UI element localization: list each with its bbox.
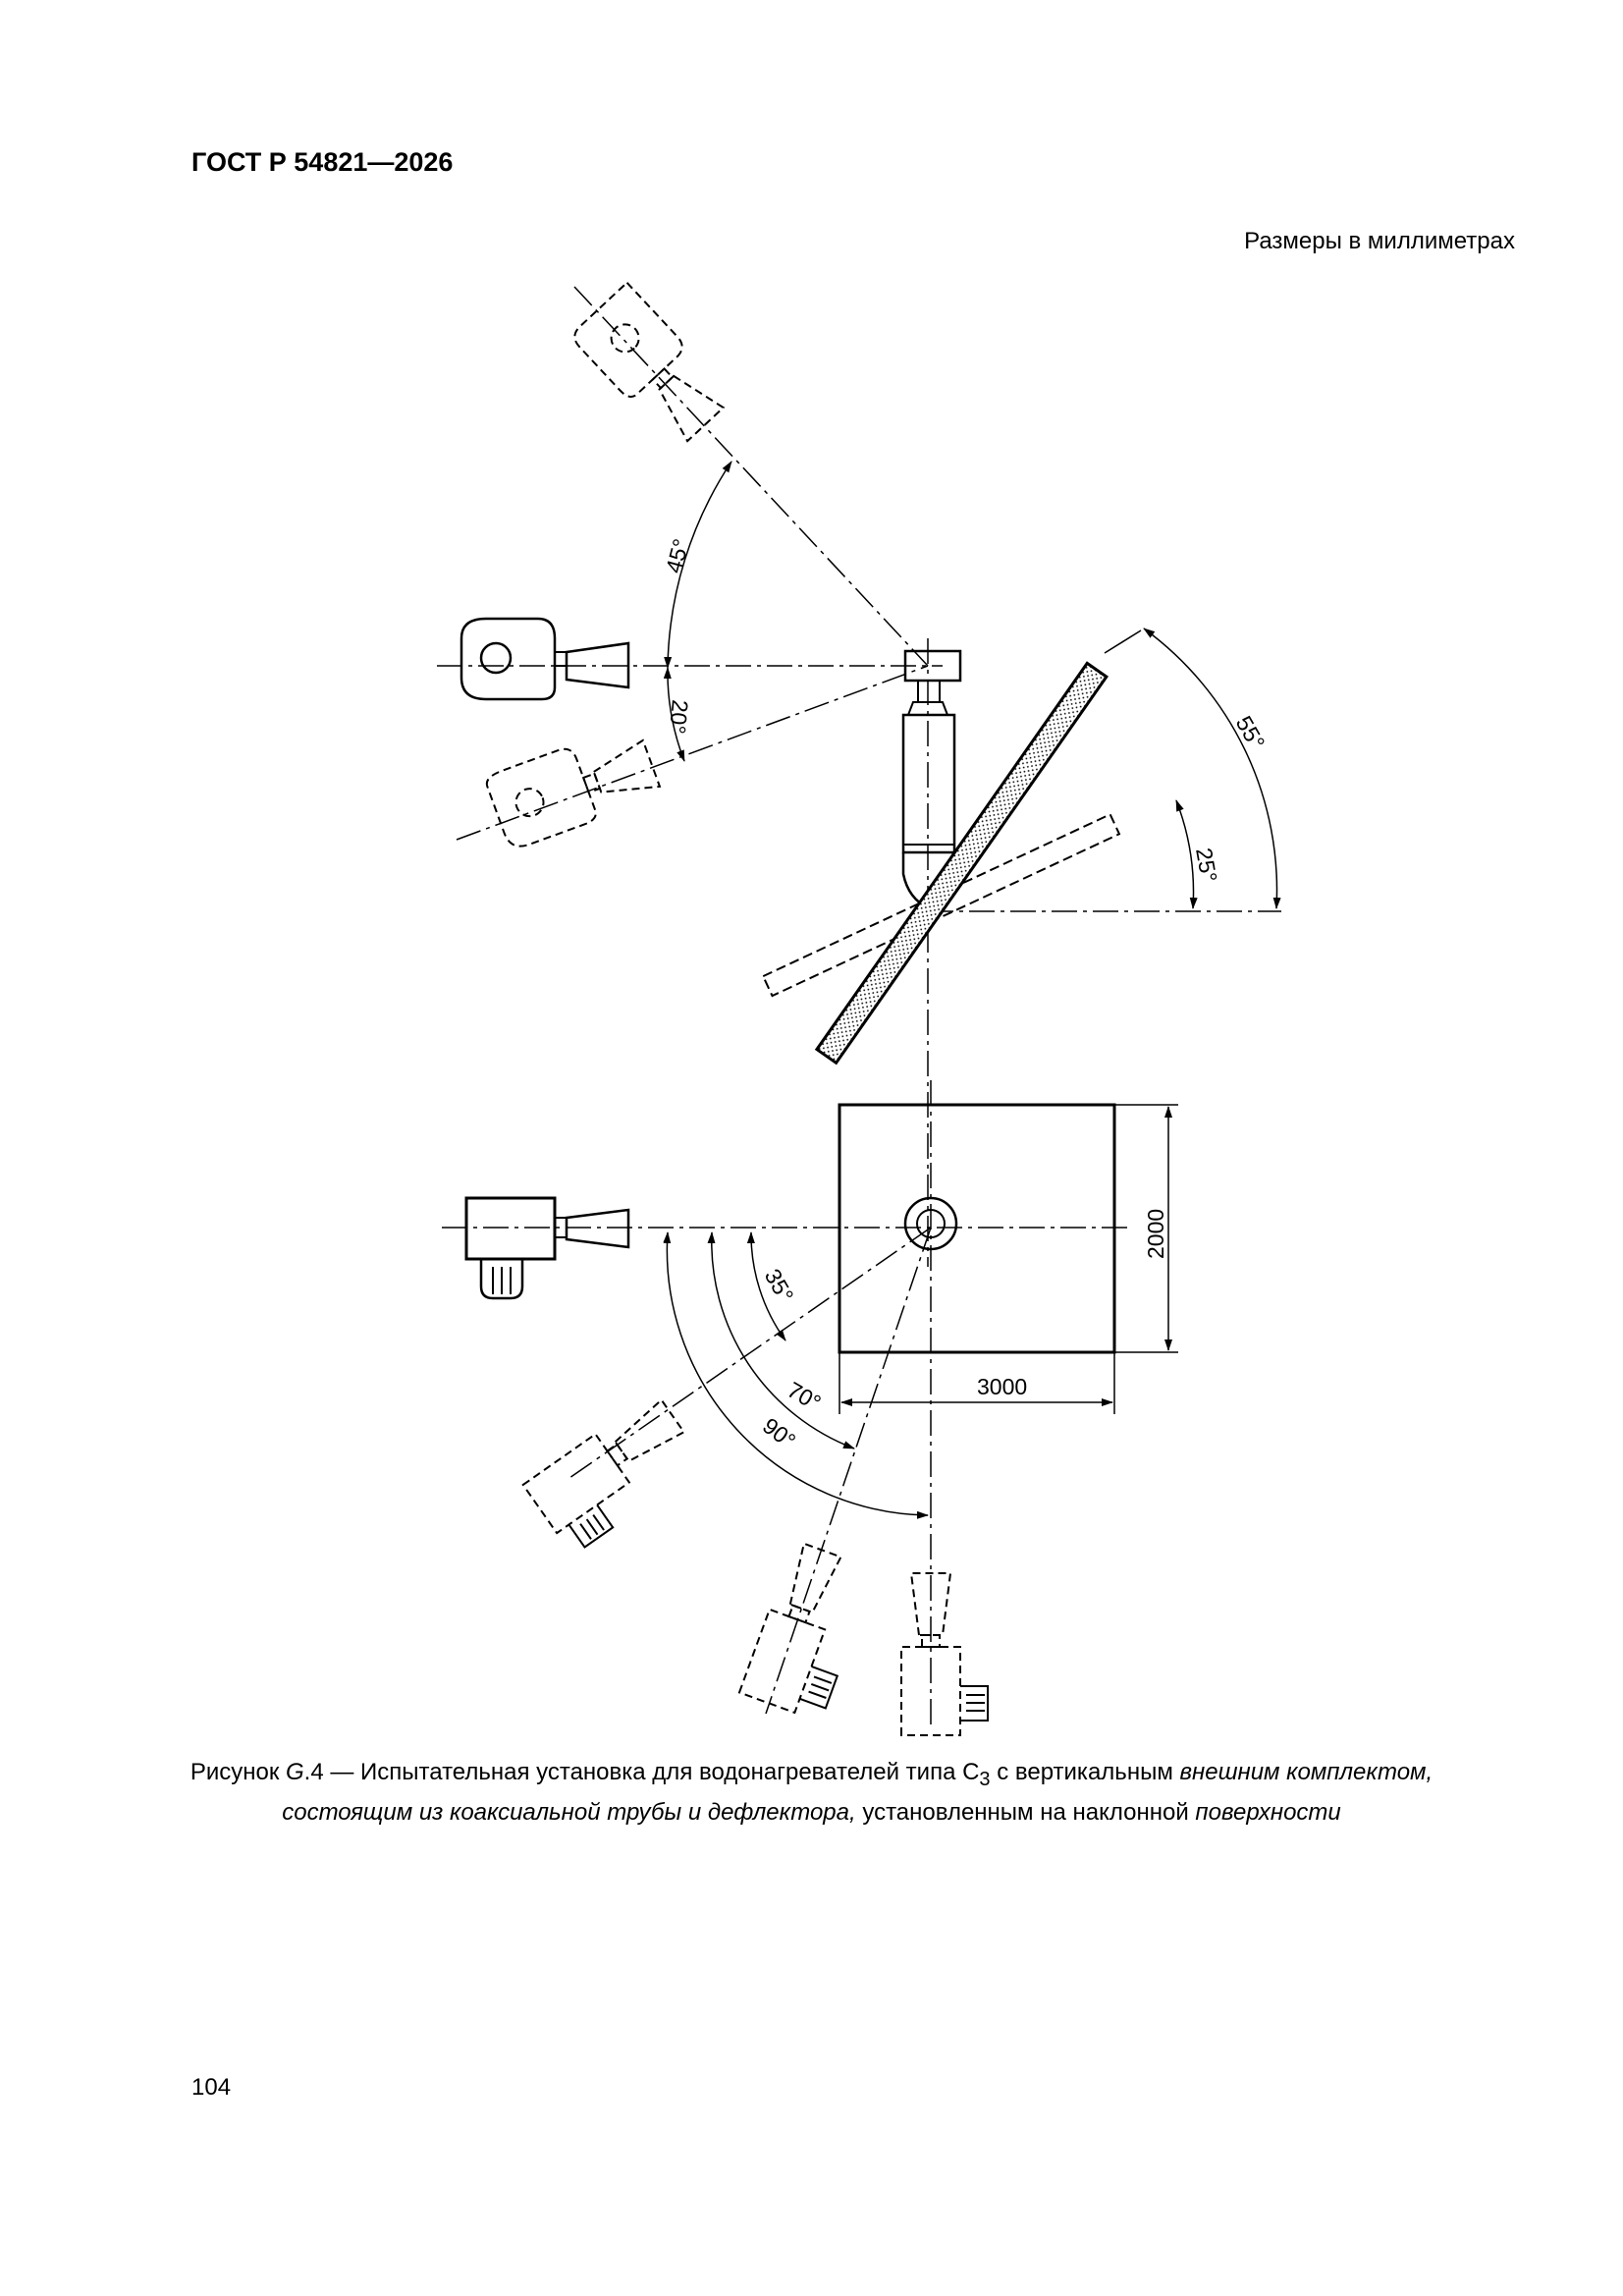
angle-label-90: 90° (758, 1412, 800, 1453)
measuring-unit-lower-90deg (900, 1572, 989, 1736)
measuring-unit-lower-0deg (464, 1196, 630, 1300)
measuring-unit-20deg (485, 738, 662, 847)
lower-view (442, 1080, 1178, 1736)
dimension-label-2000: 2000 (1143, 1209, 1168, 1259)
units-note: Размеры в миллиметрах (1244, 228, 1515, 254)
upper-angle-labels: 45° 20° 55° 25° (661, 536, 1271, 884)
measuring-unit-45deg (573, 281, 726, 443)
measuring-unit-0deg (460, 617, 630, 701)
figure-caption: Рисунок G.4 — Испытательная установка дл… (189, 1759, 1434, 1826)
lower-labels: 2000 3000 35° 70° 90° (758, 1209, 1168, 1454)
angle-label-35: 35° (760, 1265, 799, 1307)
document-header: ГОСТ Р 54821—2026 (191, 147, 454, 177)
angle-label-25: 25° (1191, 846, 1222, 884)
upper-view (437, 281, 1281, 1267)
page-number: 104 (191, 2074, 232, 2101)
angle-label-55: 55° (1231, 712, 1271, 754)
angle-label-20: 20° (665, 699, 693, 736)
measuring-unit-lower-70deg (737, 1542, 842, 1715)
angle-label-45: 45° (661, 536, 694, 575)
measuring-unit-lower-35deg (521, 1398, 686, 1549)
dimension-label-3000: 3000 (977, 1374, 1027, 1399)
inclined-surface-55deg (814, 661, 1109, 1066)
